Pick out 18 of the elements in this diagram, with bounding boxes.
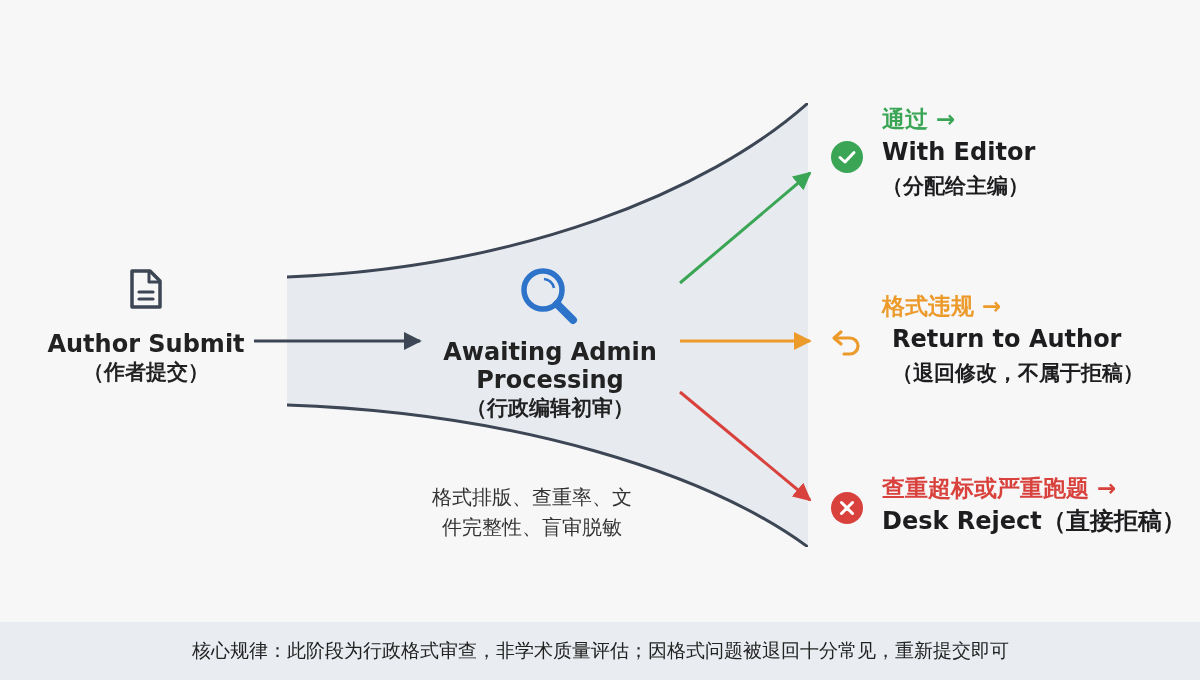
node-title: Awaiting Admin Processing bbox=[442, 338, 658, 394]
outcome-heading: 查重超标或严重跑题 → bbox=[882, 474, 1118, 503]
arrow bbox=[254, 332, 422, 350]
outcome-heading: 通过 → bbox=[882, 105, 957, 134]
note-text: 格式排版、查重率、文件完整性、盲审脱敏 bbox=[431, 484, 633, 541]
arrow bbox=[679, 171, 812, 285]
outcome-title: With Editor bbox=[882, 137, 1036, 168]
outcome-subtitle: （分配给主编） bbox=[882, 173, 1030, 200]
outcome-subtitle: （退回修改，不属于拒稿） bbox=[892, 360, 1144, 387]
outcome-title: Return to Author bbox=[892, 324, 1123, 355]
arrow bbox=[680, 332, 812, 350]
outcome-title: Desk Reject（直接拒稿） bbox=[882, 506, 1186, 537]
outcome-heading: 格式违规 → bbox=[882, 292, 1003, 321]
node-subtitle: （作者提交） bbox=[82, 359, 210, 386]
node-subtitle: （行政编辑初审） bbox=[465, 395, 635, 422]
node-title: Author Submit bbox=[46, 330, 246, 358]
caption-text: 核心规律：此阶段为行政格式审查，非学术质量评估；因格式问题被退回十分常见，重新提交即可 bbox=[191, 638, 1009, 663]
arrow bbox=[679, 390, 812, 502]
